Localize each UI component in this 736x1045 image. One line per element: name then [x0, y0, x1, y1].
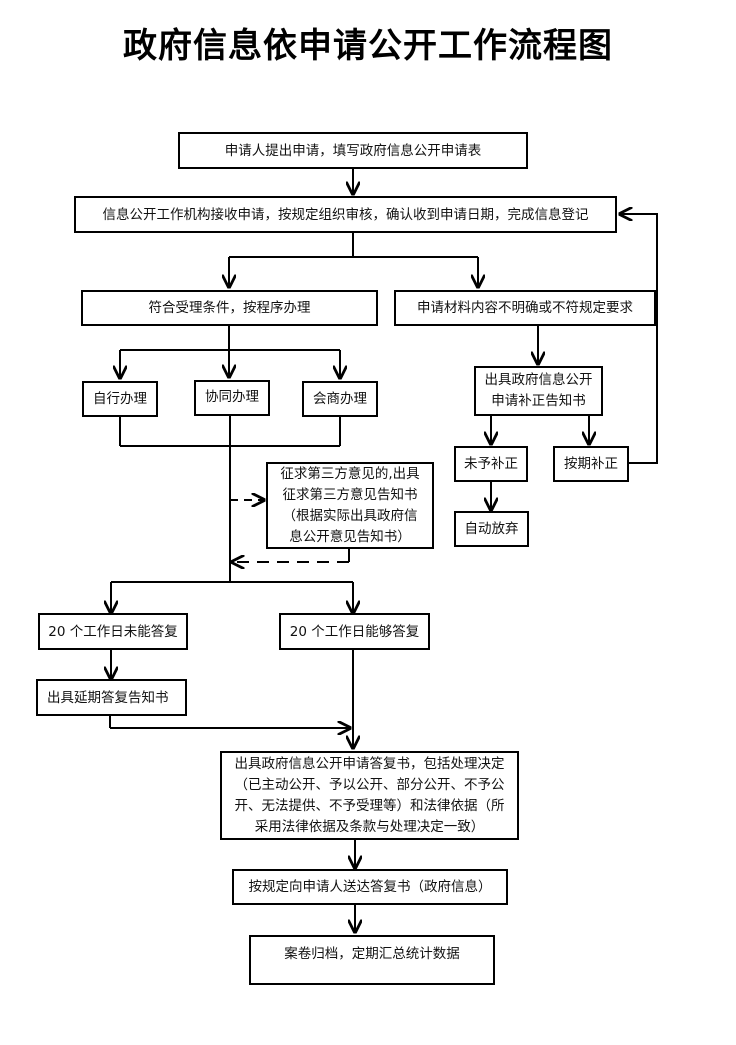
node-in-20-days: 20 个工作日能够答复 [279, 613, 430, 650]
node-label-line: （根据实际出具政府信 [282, 507, 418, 524]
node-label-line: 申请补正告知书 [491, 393, 586, 409]
node-deliver: 按规定向申请人送达答复书（政府信息） [232, 869, 508, 905]
node-label: 会商办理 [313, 391, 367, 407]
node-correction-notice: 出具政府信息公开 申请补正告知书 [474, 366, 603, 416]
node-consult-handle: 会商办理 [302, 381, 378, 417]
page-title: 政府信息依申请公开工作流程图 [123, 26, 613, 66]
node-label: 20 个工作日未能答复 [48, 623, 178, 640]
node-third-party: 征求第三方意见的,出具 征求第三方意见告知书 （根据实际出具政府信 息公开意见告… [266, 462, 434, 549]
node-auto-abandon: 自动放弃 [454, 511, 529, 547]
node-label: 信息公开工作机构接收申请，按规定组织审核，确认收到申请日期，完成信息登记 [102, 206, 589, 223]
node-archive: 案卷归档，定期汇总统计数据 [249, 935, 495, 985]
node-label: 按期补正 [564, 456, 618, 472]
node-label-line: 息公开意见告知书） [289, 528, 411, 545]
node-reply-letter: 出具政府信息公开申请答复书，包括处理决定 （已主动公开、予以公开、部分公开、不予… [220, 751, 519, 840]
node-label-line: 出具政府信息公开申请答复书，包括处理决定 [234, 755, 505, 772]
node-label-line: 征求第三方意见告知书 [282, 486, 418, 503]
node-apply: 申请人提出申请，填写政府信息公开申请表 [178, 132, 528, 169]
node-label: 未予补正 [464, 456, 518, 472]
node-receive: 信息公开工作机构接收申请，按规定组织审核，确认收到申请日期，完成信息登记 [74, 196, 617, 233]
node-label: 自行办理 [93, 391, 147, 407]
node-unclear: 申请材料内容不明确或不符规定要求 [394, 290, 656, 326]
node-self-handle: 自行办理 [82, 381, 158, 417]
node-accept: 符合受理条件，按程序办理 [81, 290, 378, 326]
node-corrected-on-time: 按期补正 [553, 446, 629, 482]
node-label: 符合受理条件，按程序办理 [148, 300, 311, 316]
node-extension-notice: 出具延期答复告知书 [36, 679, 187, 716]
node-label: 20 个工作日能够答复 [289, 623, 420, 640]
node-label: 自动放弃 [464, 521, 519, 537]
node-label-line: 征求第三方意见的,出具 [280, 465, 420, 482]
node-not-corrected: 未予补正 [454, 446, 528, 482]
node-label: 申请材料内容不明确或不符规定要求 [417, 300, 633, 316]
node-label: 协同办理 [205, 389, 259, 405]
node-label-line: 出具政府信息公开 [484, 372, 593, 388]
node-label-line: 开、无法提供、不予受理等）和法律依据（所 [234, 797, 505, 814]
node-co-handle: 协同办理 [194, 380, 270, 416]
node-label: 出具延期答复告知书 [47, 689, 169, 706]
node-label: 按规定向申请人送达答复书（政府信息） [248, 879, 492, 895]
node-label-line: （已主动公开、予以公开、部分公开、不予公 [234, 776, 505, 793]
node-label-line: 采用法律依据及条款与处理决定一致） [254, 818, 485, 835]
node-label: 申请人提出申请，填写政府信息公开申请表 [224, 142, 482, 159]
node-not-in-20-days: 20 个工作日未能答复 [38, 613, 188, 650]
arrow-corrected-loop-back [620, 214, 658, 464]
node-label: 案卷归档，定期汇总统计数据 [284, 946, 460, 962]
